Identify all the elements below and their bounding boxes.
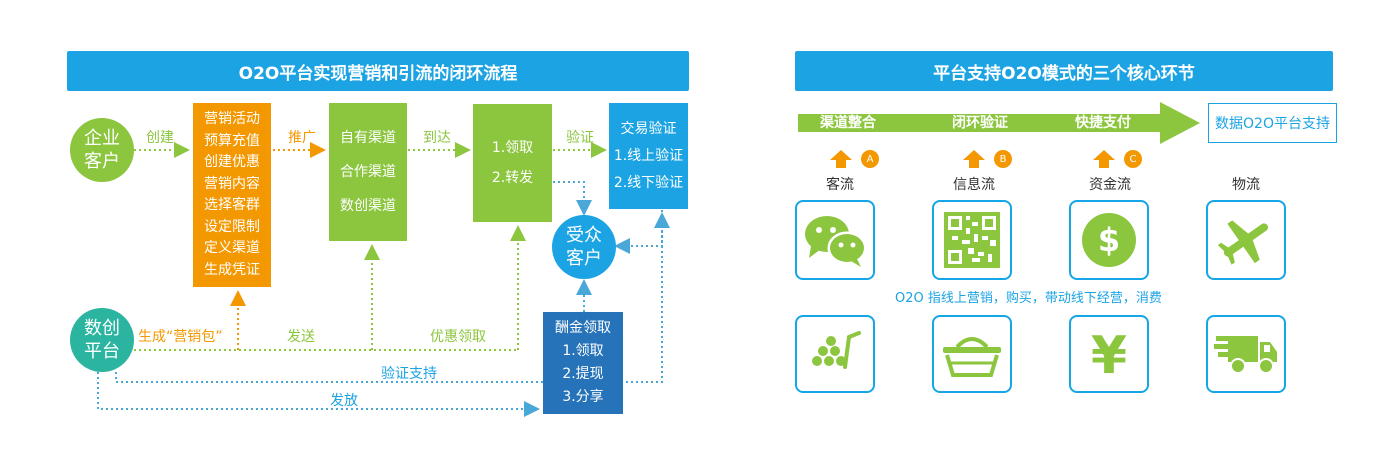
truck-tile: [1206, 315, 1286, 393]
up-arrow-icon: [1093, 150, 1115, 168]
label-coupon-receive: 优惠领取: [430, 329, 486, 345]
channel-box: 自有渠道 合作渠道 数创渠道: [329, 103, 407, 241]
label-arrive: 到达: [423, 130, 451, 146]
transaction-verify-box: 交易验证 1.线上验证 2.线下验证: [609, 103, 688, 209]
flow-label-customer: 客流: [826, 177, 854, 193]
marketing-item: 设定限制: [204, 218, 260, 235]
up-arrow-icon: [963, 150, 985, 168]
data-platform-support-box: 数据O2O平台支持: [1208, 103, 1337, 143]
channel-item: 合作渠道: [340, 164, 396, 180]
arrow-label-payment: 快捷支付: [1075, 115, 1131, 131]
reward-item: 3.分享: [562, 389, 604, 405]
badge-b: B: [994, 150, 1012, 168]
label-send: 发送: [287, 329, 315, 345]
marketing-item: 营销内容: [204, 175, 260, 192]
yen-tile: ¥: [1069, 315, 1149, 393]
basket-tile: [932, 315, 1012, 393]
label-issue: 发放: [330, 393, 358, 409]
basket-icon: [943, 337, 1001, 377]
receive-item: 2.转发: [491, 170, 534, 186]
reward-item: 2.提现: [562, 366, 604, 382]
delivery-truck-icon: [1214, 336, 1277, 374]
label-promote: 推广: [288, 130, 316, 146]
receive-item: 1.领取: [491, 140, 534, 156]
o2o-note: O2O 指线上营销，购买，带动线下经营，消费: [895, 291, 1162, 306]
audience-customer-node: 受众 客户: [552, 215, 616, 279]
flow-label-capital: 资金流: [1089, 177, 1131, 193]
label-create: 创建: [146, 130, 174, 146]
svg-text:$: $: [1098, 221, 1120, 259]
marketing-item: 生成凭证: [204, 261, 260, 278]
flow-label-logistics: 物流: [1232, 177, 1260, 193]
svg-text:¥: ¥: [1091, 326, 1127, 386]
wechat-tile: [795, 200, 875, 280]
enterprise-line-1: 企业: [84, 128, 120, 149]
channel-item: 自有渠道: [340, 130, 396, 146]
cart-tile: [795, 315, 875, 393]
right-title: 平台支持O2O模式的三个核心环节: [795, 51, 1333, 91]
dollar-tile: $: [1069, 200, 1149, 280]
marketing-item: 营销活动: [204, 111, 260, 127]
marketing-item: 创建优惠: [204, 154, 260, 170]
yen-icon: ¥: [1091, 326, 1127, 386]
label-generate-package: 生成“营销包”: [138, 329, 223, 345]
arrow-label-verify: 闭环验证: [952, 115, 1008, 131]
receive-forward-box: 1.领取 2.转发: [473, 104, 552, 222]
label-verify-support: 验证支持: [381, 366, 437, 382]
reward-item: 1.领取: [562, 343, 604, 359]
reward-box: 酬金领取 1.领取 2.提现 3.分享: [543, 312, 623, 414]
dollar-coin-icon: $: [1082, 213, 1136, 267]
left-title: O2O平台实现营销和引流的闭环流程: [67, 51, 689, 91]
core-process-arrow: [798, 102, 1200, 144]
shopping-cart-icon: [812, 331, 861, 369]
channel-item: 数创渠道: [340, 198, 396, 214]
enterprise-line-2: 客户: [84, 151, 120, 172]
audience-line-1: 受众: [566, 225, 602, 246]
arrow-label-channel: 渠道整合: [820, 115, 876, 131]
qrcode-tile: [932, 200, 1012, 280]
wechat-icon: [805, 216, 867, 267]
verify-item: 交易验证: [620, 120, 677, 137]
platform-line-2: 平台: [84, 341, 120, 362]
airplane-icon: [1217, 220, 1269, 265]
platform-line-1: 数创: [84, 318, 120, 339]
verify-item: 1.线上验证: [613, 147, 684, 164]
reward-item: 酬金领取: [555, 320, 611, 336]
marketing-item: 定义渠道: [204, 240, 260, 256]
marketing-item: 预算充值: [204, 132, 260, 149]
qrcode-icon: [944, 212, 1000, 268]
badge-c: C: [1124, 150, 1142, 168]
badge-a: A: [861, 150, 879, 168]
marketing-item: 选择客群: [204, 197, 260, 213]
marketing-box: 营销活动 预算充值 创建优惠 营销内容 选择客群 设定限制 定义渠道 生成凭证: [193, 103, 271, 287]
audience-line-2: 客户: [566, 248, 602, 269]
verify-item: 2.线下验证: [613, 174, 684, 191]
enterprise-customer-node: 企业 客户: [70, 118, 134, 182]
airplane-tile: [1206, 200, 1286, 280]
flow-label-information: 信息流: [953, 177, 995, 193]
label-verify: 验证: [566, 130, 594, 146]
platform-node: 数创 平台: [70, 308, 134, 372]
up-arrow-icon: [830, 150, 852, 168]
